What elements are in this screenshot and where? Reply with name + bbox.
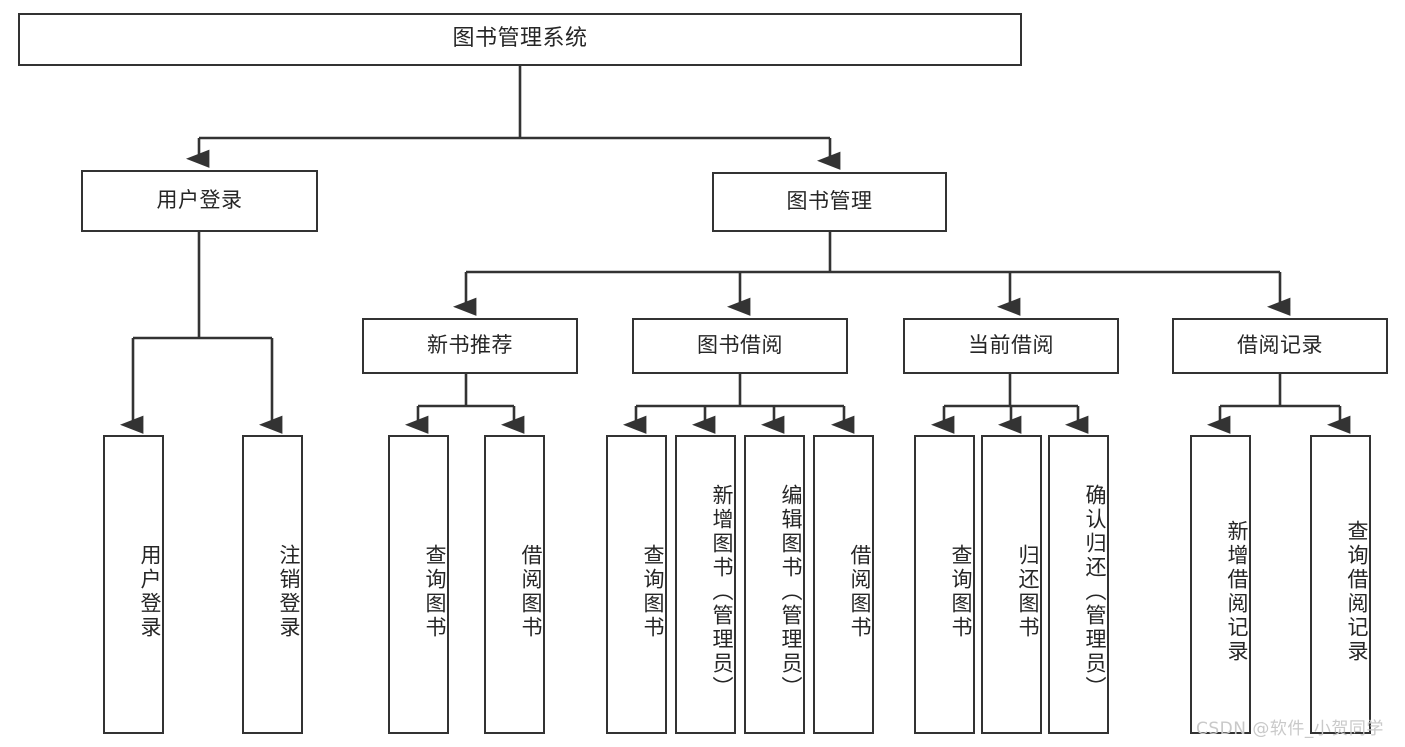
leaf-record-add-label: 新增借阅记录 [1225,519,1249,664]
node-new-book-recommend[interactable]: 新书推荐 [362,318,578,374]
leaf-user-login[interactable]: 用户登录 [103,435,164,734]
leaf-logout[interactable]: 注销登录 [242,435,303,734]
node-user-login-label: 用户登录 [156,188,243,213]
leaf-current-return-book[interactable]: 归还图书 [981,435,1042,734]
node-book-borrow[interactable]: 图书借阅 [632,318,848,374]
node-new-book-recommend-label: 新书推荐 [427,333,513,358]
leaf-borrow-edit-book-admin-label: 编辑图书（管理员） [779,483,803,700]
node-book-management[interactable]: 图书管理 [712,172,947,232]
leaf-new-book-query-label: 查询图书 [423,543,447,640]
leaf-borrow-edit-book-admin[interactable]: 编辑图书（管理员） [744,435,805,734]
node-book-management-label: 图书管理 [786,189,873,214]
leaf-current-return-book-label: 归还图书 [1016,543,1040,640]
leaf-current-query-book[interactable]: 查询图书 [914,435,975,734]
leaf-current-query-book-label: 查询图书 [949,543,973,640]
node-user-login[interactable]: 用户登录 [81,170,318,232]
node-root-label: 图书管理系统 [452,26,588,52]
leaf-current-confirm-return-admin-label: 确认归还（管理员） [1083,483,1107,700]
node-current-borrow-label: 当前借阅 [968,333,1054,358]
node-book-borrow-label: 图书借阅 [697,333,783,358]
csdn-watermark: CSDN @软件_小贺同学 [1196,719,1384,739]
leaf-current-confirm-return-admin[interactable]: 确认归还（管理员） [1048,435,1109,734]
leaf-borrow-borrow-book-label: 借阅图书 [848,543,872,640]
leaf-new-book-borrow[interactable]: 借阅图书 [484,435,545,734]
leaf-logout-label: 注销登录 [277,543,301,640]
leaf-borrow-add-book-admin-label: 新增图书（管理员） [710,483,734,700]
node-root-system[interactable]: 图书管理系统 [18,13,1022,66]
leaf-new-book-query[interactable]: 查询图书 [388,435,449,734]
leaf-borrow-add-book-admin[interactable]: 新增图书（管理员） [675,435,736,734]
node-borrow-record-label: 借阅记录 [1237,333,1323,358]
leaf-record-query[interactable]: 查询借阅记录 [1310,435,1371,734]
leaf-borrow-borrow-book[interactable]: 借阅图书 [813,435,874,734]
leaf-record-add[interactable]: 新增借阅记录 [1190,435,1251,734]
leaf-new-book-borrow-label: 借阅图书 [519,543,543,640]
node-borrow-record[interactable]: 借阅记录 [1172,318,1388,374]
leaf-user-login-label: 用户登录 [138,543,162,640]
leaf-borrow-query-book[interactable]: 查询图书 [606,435,667,734]
leaf-record-query-label: 查询借阅记录 [1345,519,1369,664]
leaf-borrow-query-book-label: 查询图书 [641,543,665,640]
node-current-borrow[interactable]: 当前借阅 [903,318,1119,374]
